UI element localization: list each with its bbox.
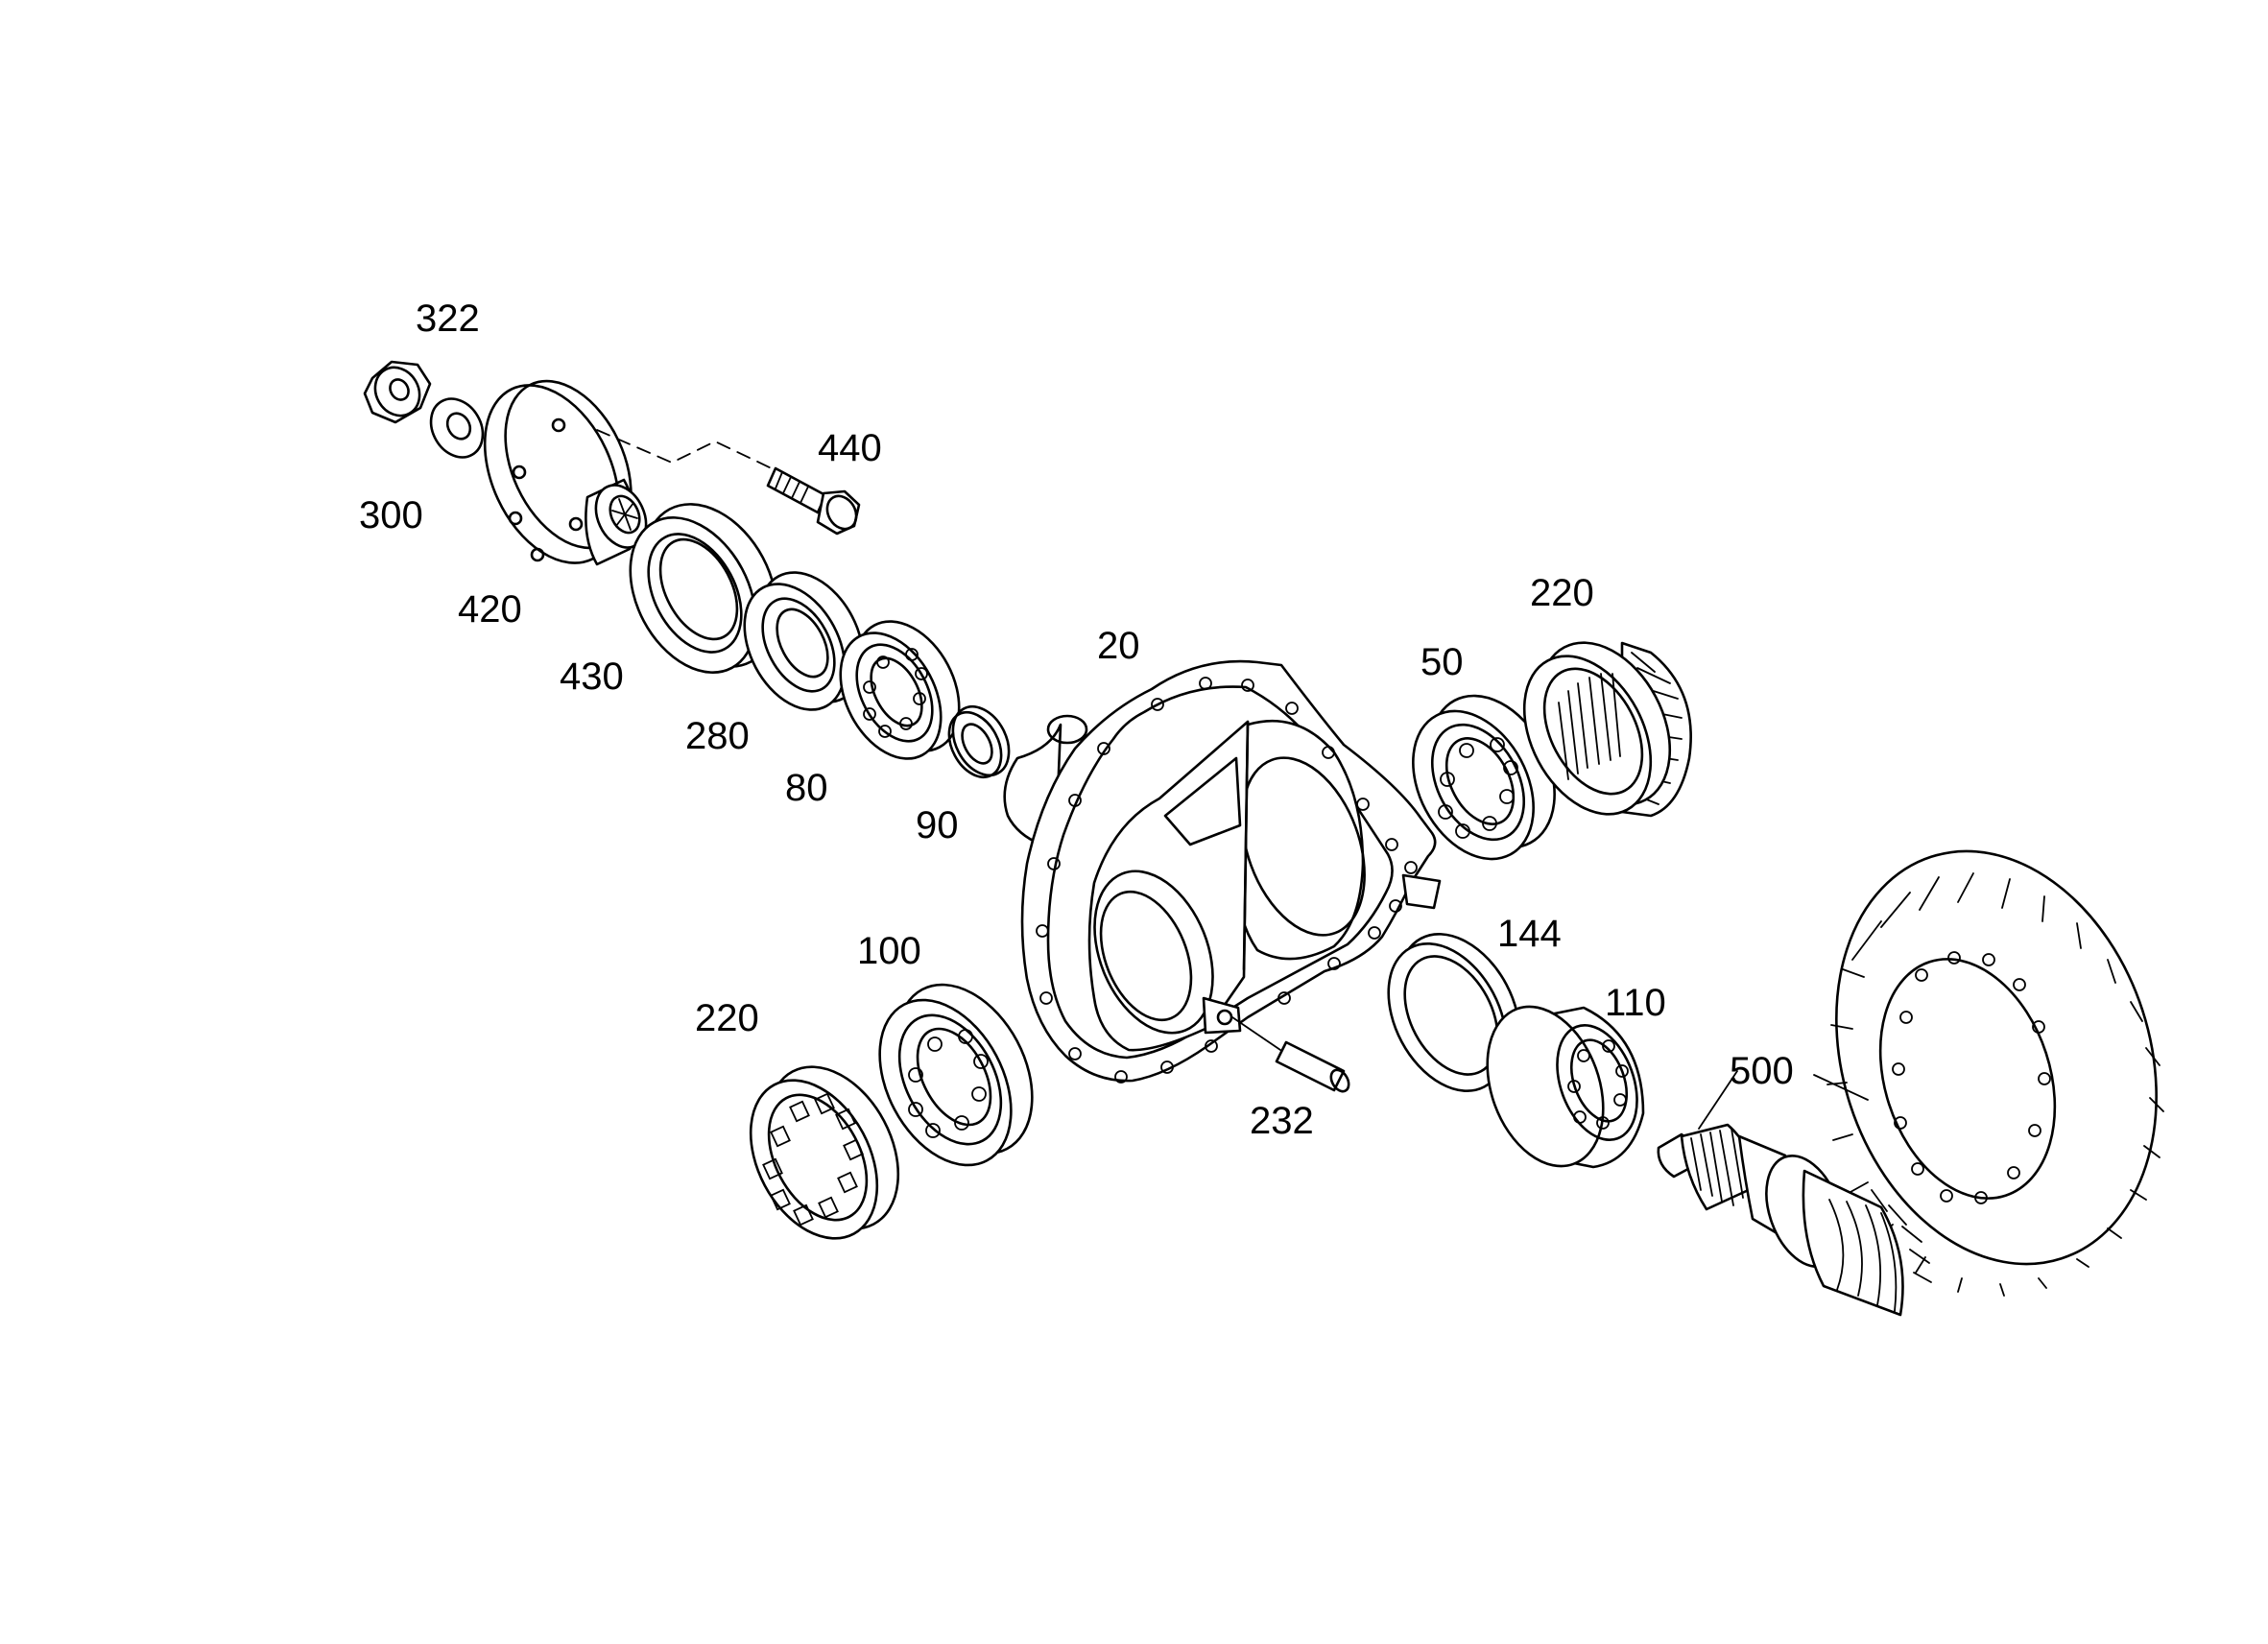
- callout-144: 144: [1497, 913, 1562, 955]
- callout-430: 430: [560, 655, 624, 698]
- ball-bearing-100: [878, 983, 1034, 1167]
- callout-500: 500: [1730, 1050, 1794, 1092]
- flange-420: [483, 379, 648, 566]
- pin-232: [1231, 1016, 1350, 1093]
- callout-420: 420: [458, 588, 522, 631]
- leader-line-500-crown: [1813, 1074, 1869, 1101]
- callout-280: 280: [685, 715, 750, 757]
- callout-100: 100: [857, 930, 921, 972]
- bevel-gear-set-500: [1657, 849, 2164, 1317]
- roller-bearing-220-lower: [749, 1065, 900, 1240]
- callout-50: 50: [1420, 641, 1464, 683]
- bolt-lead-line: [596, 429, 776, 471]
- nut-322: [363, 360, 432, 424]
- shaft-seal-430: [629, 503, 778, 674]
- callout-232: 232: [1250, 1100, 1314, 1142]
- washer-300: [429, 397, 485, 459]
- callout-440: 440: [818, 427, 882, 469]
- callout-220-upper: 220: [1530, 572, 1594, 614]
- ball-bearing-110: [1486, 1005, 1645, 1169]
- bolt-440: [766, 466, 861, 536]
- ball-bearing-50: [1412, 694, 1556, 861]
- callout-322: 322: [416, 298, 480, 340]
- callout-20: 20: [1097, 625, 1140, 667]
- callout-labels: 322 300 420 440 430 280 80 90 20 50 220 …: [359, 298, 1794, 1142]
- leader-line-500-pinion: [1698, 1070, 1738, 1130]
- ball-bearing-80: [839, 620, 961, 760]
- roller-bearing-220-upper: [1522, 641, 1692, 818]
- callout-110: 110: [1605, 982, 1666, 1024]
- callout-90: 90: [916, 804, 959, 846]
- housing-20: [1003, 659, 1442, 1084]
- callout-300: 300: [359, 494, 423, 536]
- callout-80: 80: [785, 767, 828, 809]
- callout-220-lower: 220: [695, 997, 759, 1039]
- ring-90: [947, 704, 1011, 779]
